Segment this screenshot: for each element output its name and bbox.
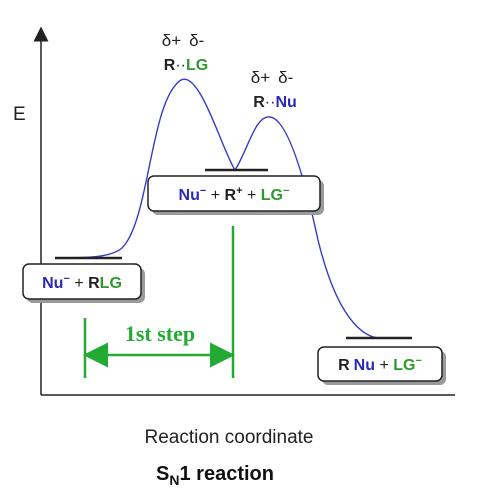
products-lg-charge: − xyxy=(415,355,421,367)
intermediate-lg-charge: − xyxy=(283,185,289,197)
first-step-span: 1st step xyxy=(83,226,235,378)
reactants-nu: Nu xyxy=(42,275,63,292)
intermediate-box: Nu− + R+ + LG− xyxy=(147,175,324,215)
transition-state-2: δ+ δ- R··Nu xyxy=(251,68,297,111)
ts2-bond-dots: ·· xyxy=(265,94,276,111)
ts2-nucleophile: Nu xyxy=(275,94,296,111)
svg-text:R··Nu: R··Nu xyxy=(253,94,297,111)
svg-text:δ+δ-: δ+ δ- xyxy=(162,31,205,50)
svg-text:R··LG: R··LG xyxy=(164,57,208,74)
reactants-plus: + xyxy=(70,275,88,292)
svg-text:δ+δ-: δ+ δ- xyxy=(251,68,294,87)
step-label: 1st step xyxy=(125,321,195,346)
ts1-leaving-group: LG xyxy=(186,57,208,74)
products-plus: + xyxy=(375,357,393,374)
ts1-r: R xyxy=(164,57,176,74)
svg-text:Nu− + RLG: Nu− + RLG xyxy=(42,273,122,292)
y-axis-label: E xyxy=(13,104,26,125)
svg-text:Nu− + R+ + LG−: Nu− + R+ + LG− xyxy=(179,185,290,204)
title-suffix: 1 reaction xyxy=(179,463,273,485)
reactants-r: R xyxy=(88,275,100,292)
ts2-delta-minus: δ- xyxy=(278,68,293,87)
ts1-delta-plus: δ+ xyxy=(162,31,181,50)
intermediate-plus-2: + xyxy=(243,187,261,204)
intermediate-r-charge: + xyxy=(236,185,242,197)
x-axis-label: Reaction coordinate xyxy=(145,427,314,448)
svg-text:RNu + LG−: RNu + LG− xyxy=(338,355,422,374)
reactants-box: Nu− + RLG xyxy=(22,263,145,303)
ts1-bond-dots: ·· xyxy=(175,57,186,74)
ts2-r: R xyxy=(253,94,265,111)
title-s: S xyxy=(156,463,169,485)
title-subscript: N xyxy=(169,472,179,488)
intermediate-r: R xyxy=(225,187,237,204)
reactants-lg: LG xyxy=(100,275,122,292)
reactants-nu-charge: − xyxy=(63,273,69,285)
ts1-delta-minus: δ- xyxy=(189,31,204,50)
intermediate-nu: Nu xyxy=(179,187,200,204)
transition-state-1: δ+ δ- R··LG xyxy=(162,31,208,74)
products-r: R xyxy=(338,357,350,374)
intermediate-nu-charge: − xyxy=(200,185,206,197)
products-lg: LG xyxy=(393,357,415,374)
products-nu: Nu xyxy=(354,357,375,374)
ts2-delta-plus: δ+ xyxy=(251,68,270,87)
intermediate-lg: LG xyxy=(261,187,283,204)
diagram-title: SN1 reaction xyxy=(156,463,274,488)
intermediate-plus-1: + xyxy=(206,187,224,204)
